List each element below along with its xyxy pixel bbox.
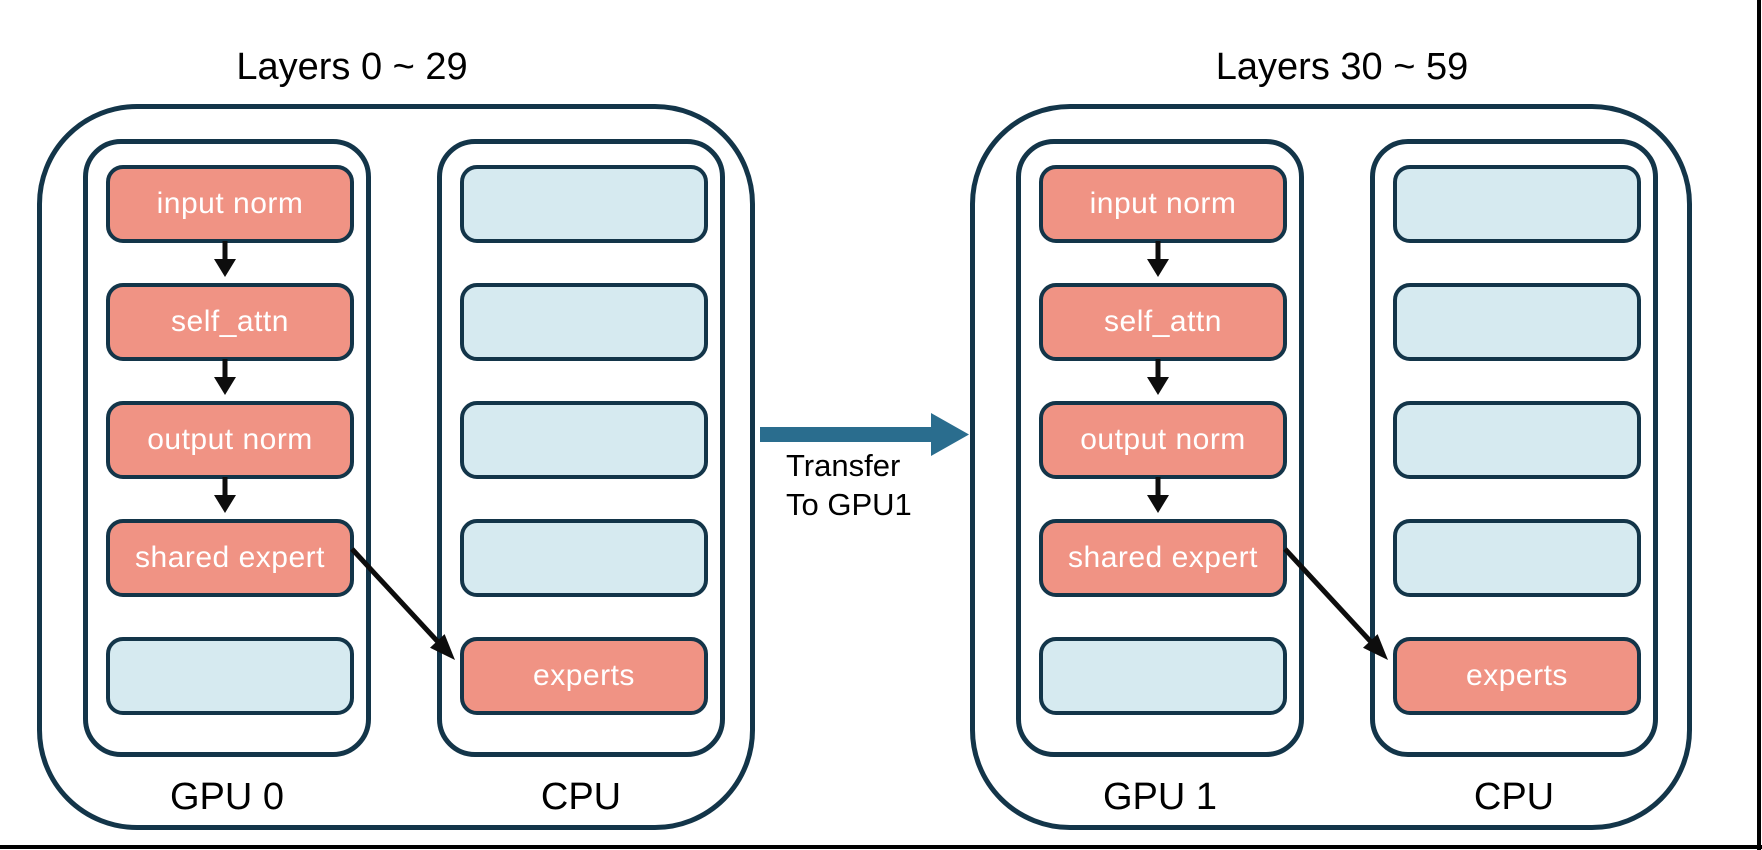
experts-box: experts xyxy=(460,637,708,715)
output-norm-box: output norm xyxy=(1039,401,1287,479)
shared-expert-box: shared expert xyxy=(106,519,354,597)
empty-slot-box xyxy=(1393,401,1641,479)
cpu-label-right: CPU xyxy=(1473,776,1555,818)
gpu0-column: input norm self_attn output norm shared … xyxy=(83,139,371,757)
output-norm-box: output norm xyxy=(106,401,354,479)
empty-slot-box xyxy=(460,283,708,361)
input-norm-box: input norm xyxy=(106,165,354,243)
layers-30-59-group: input norm self_attn output norm shared … xyxy=(970,104,1692,830)
cpu-label-left: CPU xyxy=(540,776,622,818)
transfer-label-line1: Transfer xyxy=(786,448,901,483)
transfer-label-line2: To GPU1 xyxy=(786,487,912,522)
gpu0-label: GPU 0 xyxy=(169,776,285,818)
layers-0-29-group: input norm self_attn output norm shared … xyxy=(37,104,755,830)
self-attn-box: self_attn xyxy=(1039,283,1287,361)
empty-slot-box xyxy=(1393,519,1641,597)
cpu-column-left: experts xyxy=(437,139,725,757)
cpu-column-right: experts xyxy=(1370,139,1658,757)
empty-slot-box xyxy=(460,165,708,243)
shared-expert-box: shared expert xyxy=(1039,519,1287,597)
empty-slot-box xyxy=(1039,637,1287,715)
experts-box: experts xyxy=(1393,637,1641,715)
layer-range-title-left: Layers 0 ~ 29 xyxy=(236,46,468,88)
empty-slot-box xyxy=(1393,165,1641,243)
empty-slot-box xyxy=(460,519,708,597)
page-edge-bottom xyxy=(0,845,1762,849)
self-attn-box: self_attn xyxy=(106,283,354,361)
gpu1-column: input norm self_attn output norm shared … xyxy=(1016,139,1304,757)
input-norm-box: input norm xyxy=(1039,165,1287,243)
transfer-label: Transfer To GPU1 xyxy=(786,446,912,524)
page-edge-right xyxy=(1757,0,1761,850)
empty-slot-box xyxy=(1393,283,1641,361)
layer-range-title-right: Layers 30 ~ 59 xyxy=(1215,46,1469,88)
gpu1-label: GPU 1 xyxy=(1102,776,1218,818)
empty-slot-box xyxy=(460,401,708,479)
empty-slot-box xyxy=(106,637,354,715)
